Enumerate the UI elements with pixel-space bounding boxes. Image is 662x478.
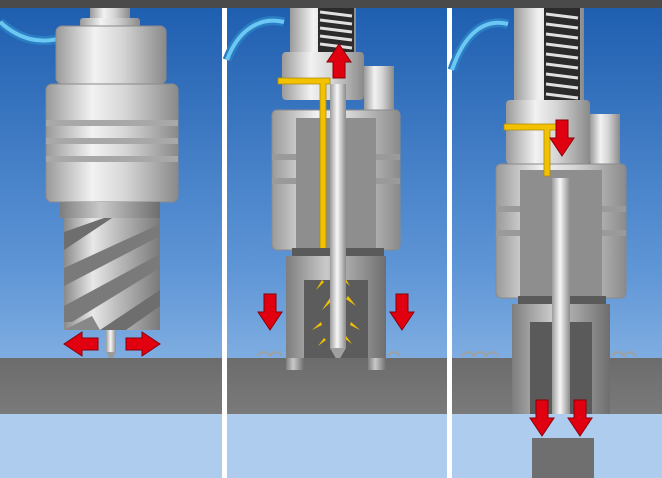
arrow-down-top-icon [549, 119, 575, 157]
ejector-spring-3 [544, 8, 580, 108]
arbor-upper-body-1 [55, 25, 167, 85]
arbor-collar-1 [60, 202, 160, 218]
debris-2a [257, 351, 283, 358]
workpiece-3-right [610, 358, 662, 414]
arrow-down-right-icon [389, 293, 415, 331]
arrow-right-icon [125, 331, 161, 357]
workpiece-3-left [452, 358, 512, 414]
panel-3-ejecting [447, 8, 662, 478]
arrow-down-left-icon [257, 293, 283, 331]
panel-divider-2 [447, 8, 452, 478]
panel-2-retracted [222, 8, 447, 478]
arrow-up-icon [326, 43, 352, 79]
pilot-pin-3 [552, 178, 570, 426]
pilot-pin-2 [330, 84, 346, 348]
arrow-down-slug-left-icon [529, 399, 555, 437]
panel-divider-1 [222, 8, 227, 478]
panel-1-cutting [0, 8, 222, 478]
workpiece-1 [0, 358, 222, 414]
pilot-pin-1 [106, 330, 116, 352]
arrow-down-slug-right-icon [567, 399, 593, 437]
annular-cutter-3 [512, 304, 610, 414]
ejector-spring-2 [318, 8, 354, 52]
debris-2b [387, 351, 401, 357]
ejected-slug [532, 438, 594, 478]
workpiece-2 [227, 358, 447, 414]
debris-3b [611, 351, 637, 358]
debris-3a [461, 351, 499, 358]
top-bar [0, 0, 662, 8]
arrow-left-icon [63, 331, 99, 357]
